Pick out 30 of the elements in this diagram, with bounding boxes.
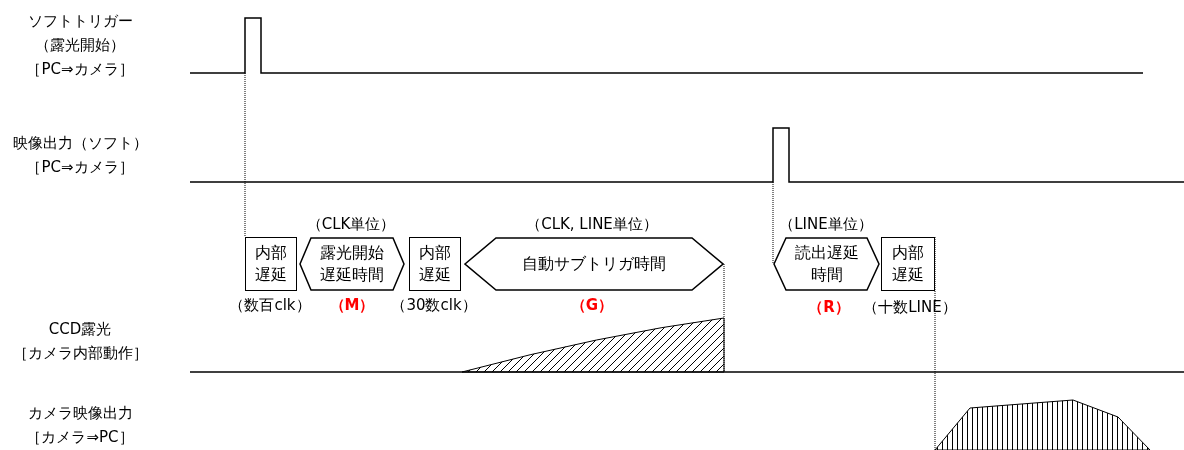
box-label: 露光開始遅延時間	[319, 242, 385, 286]
signal-name: （露光開始）	[35, 36, 125, 55]
signal-name: ［カメラ内部動作］	[12, 344, 148, 363]
hexagon-box	[464, 237, 724, 291]
unit-note: （数百clk）	[229, 296, 311, 315]
delay-box	[881, 237, 935, 291]
signal-name: 映像出力（ソフト）	[12, 134, 148, 153]
signal-name: ソフトトリガー	[27, 12, 133, 31]
signal-name: ［カメラ⇒PC］	[26, 428, 134, 447]
hexagon-box	[299, 237, 405, 291]
code-label: （G）	[570, 296, 614, 315]
box-label: 内部遅延	[418, 242, 452, 286]
signal-name: カメラ映像出力	[27, 404, 133, 423]
signal-name: ［PC⇒カメラ］	[26, 60, 134, 79]
signal-name: ［PC⇒カメラ］	[26, 158, 134, 177]
unit-note: （LINE単位）	[779, 215, 873, 234]
box-label: 内部遅延	[891, 242, 925, 286]
unit-note: （30数clk）	[391, 296, 477, 315]
hexagon-box	[773, 237, 880, 291]
delay-box	[409, 237, 461, 291]
delay-box	[245, 237, 297, 291]
box-label: 内部遅延	[254, 242, 288, 286]
unit-note: （CLK, LINE単位）	[526, 215, 658, 234]
box-label: 自動サブトリガ時間	[521, 253, 667, 275]
box-label: 読出遅延時間	[793, 242, 860, 286]
code-label: （M）	[329, 296, 375, 315]
signal-name: CCD露光	[48, 320, 112, 339]
code-label: （R）	[808, 298, 850, 317]
unit-note: （十数LINE）	[863, 298, 957, 317]
unit-note: （CLK単位）	[306, 215, 396, 234]
